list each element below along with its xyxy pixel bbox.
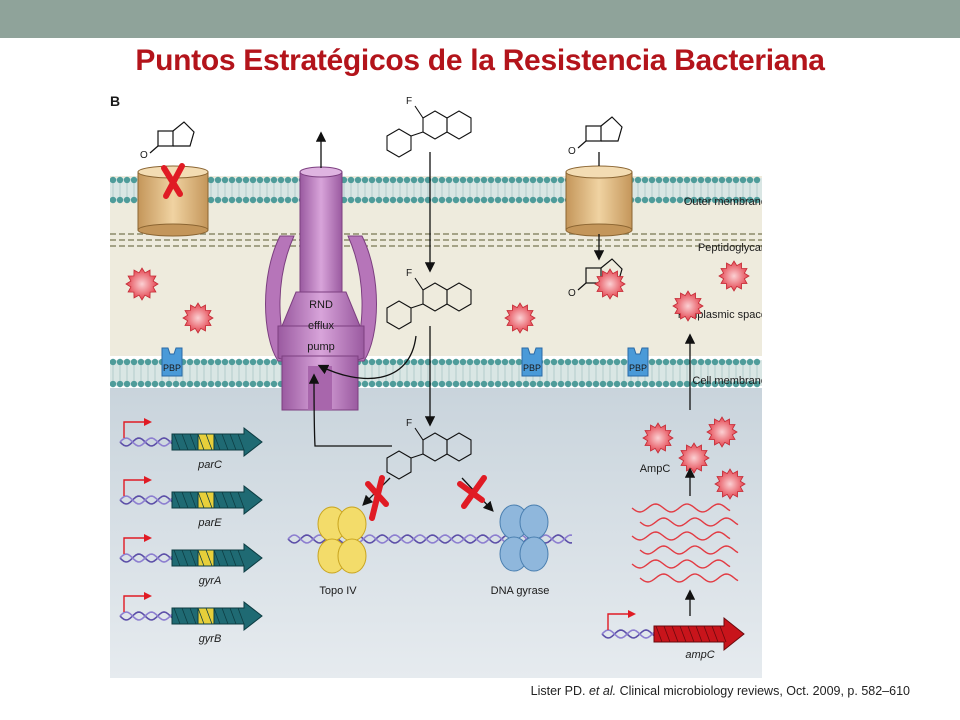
fluoroquinolone-periplasm	[386, 277, 472, 330]
porin-open	[565, 165, 633, 237]
svg-text:PBP: PBP	[629, 363, 647, 373]
pbp-left: PBP	[161, 347, 183, 377]
peptidoglycan-layer	[110, 233, 762, 247]
pbp-middle: PBP	[521, 347, 543, 377]
label-outer-membrane: Outer membrane	[684, 196, 762, 208]
gene-label-pare: parE	[197, 517, 222, 529]
fluorine-label-3: F	[406, 418, 412, 429]
page-title: Puntos Estratégicos de la Resistencia Ba…	[135, 44, 825, 77]
fluoroquinolone-cytoplasm	[386, 427, 472, 480]
pbp-right: PBP	[627, 347, 649, 377]
gene-label-parc: parC	[197, 459, 222, 471]
x-mark-gyrase	[457, 475, 487, 509]
top-bar	[0, 0, 960, 38]
gene-label-gyra: gyrA	[199, 575, 222, 587]
gene-list	[119, 418, 263, 632]
beta-lactam-molecule-outside-left: O	[140, 121, 195, 161]
svg-text:O: O	[568, 288, 576, 299]
label-topo-iv: Topo IV	[319, 585, 357, 597]
resistance-diagram: Outer membrane Peptidoglycan Periplasmic…	[110, 86, 762, 678]
pump-label-rnd: RND	[309, 299, 333, 311]
periplasm-band	[110, 176, 762, 356]
x-mark-topo	[365, 475, 389, 521]
x-mark-porin	[161, 163, 185, 199]
label-peptidoglycan: Peptidoglycan	[698, 242, 762, 254]
ampc-mrna	[631, 503, 739, 583]
ampc-gene	[601, 610, 745, 652]
extracellular-space	[110, 86, 762, 176]
fluorine-label-2: F	[406, 268, 412, 279]
cell-membrane	[110, 358, 762, 388]
pump-label-pump: pump	[307, 341, 335, 353]
svg-text:O: O	[140, 150, 148, 161]
svg-text:O: O	[568, 146, 576, 157]
label-cell-membrane: Cell membrane	[692, 375, 762, 387]
svg-text:PBP: PBP	[163, 363, 181, 373]
gene-label-gyrb: gyrB	[199, 633, 222, 645]
fluoroquinolone-outside	[386, 105, 472, 158]
fluorine-label-1: F	[406, 96, 412, 107]
citation: Lister PD. et al. Clinical microbiology …	[530, 684, 910, 698]
beta-lactam-molecule-outside-right: O	[568, 116, 623, 157]
topo-iv-enzyme	[317, 506, 367, 574]
rnd-efflux-pump: RND efflux pump	[265, 166, 377, 411]
label-dna-gyrase: DNA gyrase	[491, 585, 550, 597]
panel-letter: B	[110, 93, 120, 109]
gene-label-ampc: ampC	[685, 649, 714, 661]
label-ampc-protein: AmpC	[640, 463, 671, 475]
beta-lactamase-enzymes	[125, 260, 750, 500]
svg-text:PBP: PBP	[523, 363, 541, 373]
arrow-fq-to-pump-cytoplasm	[308, 373, 392, 447]
pump-label-efflux: efflux	[308, 320, 335, 332]
dna-gyrase-enzyme	[499, 504, 549, 572]
arrow-fq-to-pump-periplasm	[317, 335, 417, 380]
